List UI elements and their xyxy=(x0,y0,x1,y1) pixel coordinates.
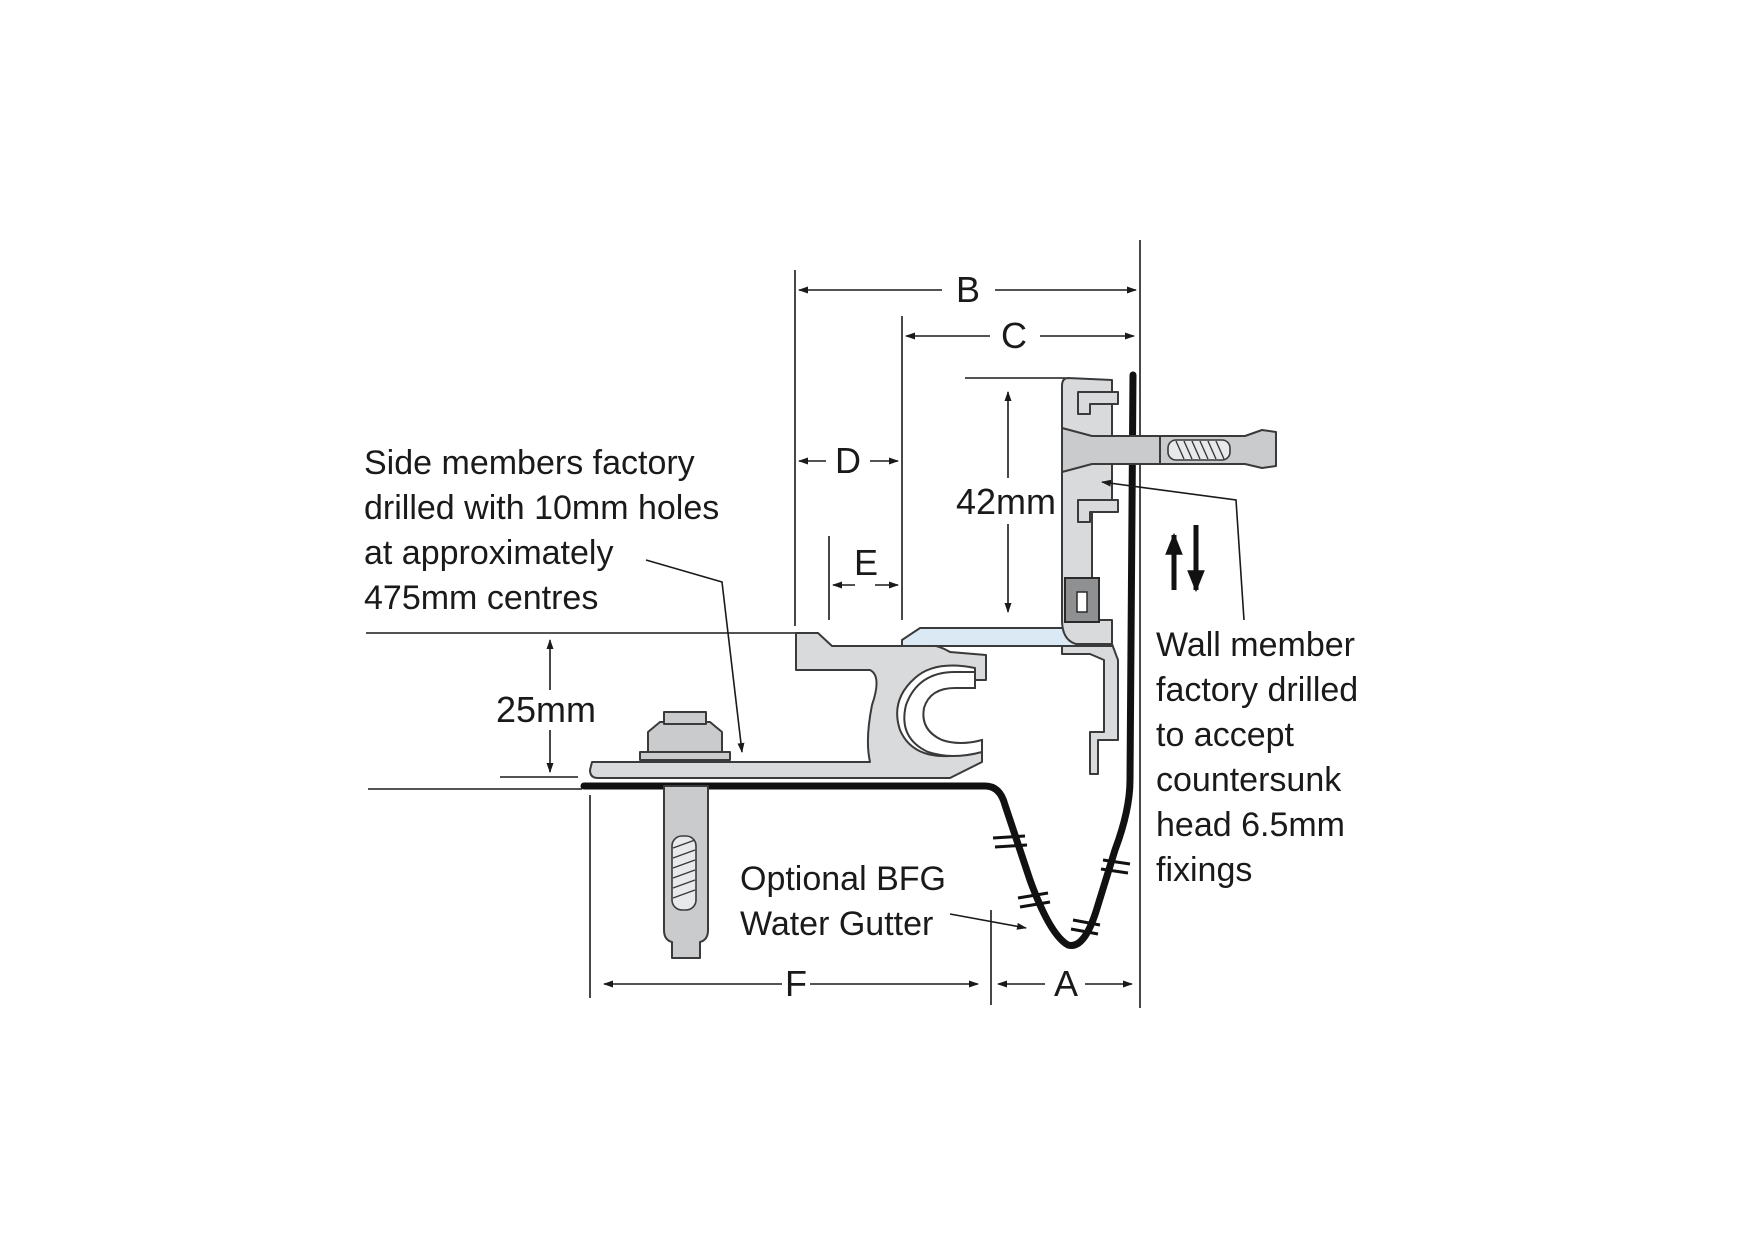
note-wall-member-line-5: head 6.5mm xyxy=(1156,806,1345,844)
dimension-b: B xyxy=(798,269,1137,310)
wall-member-hook-mid xyxy=(1077,499,1119,523)
dimension-25mm: 25mm xyxy=(496,639,596,773)
dimension-d: D xyxy=(798,440,899,481)
note-wall-member-line-1: Wall member xyxy=(1156,626,1355,664)
dimension-e: E xyxy=(832,542,899,589)
wall-fixing-anchor xyxy=(1061,427,1277,473)
note-side-members-line-4: 475mm centres xyxy=(364,579,598,617)
leader-gutter xyxy=(949,913,1027,930)
leader-side-members xyxy=(645,559,745,753)
note-wall-member-line-2: factory drilled xyxy=(1156,671,1358,709)
note-gutter-line-2: Water Gutter xyxy=(740,905,933,943)
note-side-members-line-3: at approximately xyxy=(364,534,613,572)
dimension-f: F xyxy=(603,963,979,1004)
dimension-42mm: 42mm xyxy=(956,391,1056,613)
dimension-25mm-label: 25mm xyxy=(496,689,596,730)
insert-slot xyxy=(1076,591,1088,613)
note-side-members-line-2: drilled with 10mm holes xyxy=(364,489,719,527)
gutter-clips xyxy=(992,834,1131,936)
water-gutter-seal xyxy=(580,371,1137,949)
dimension-c-label: C xyxy=(1001,315,1027,356)
dimension-f-label: F xyxy=(785,963,807,1004)
note-wall-member-line-6: fixings xyxy=(1156,851,1252,889)
note-side-members-line-1: Side members factory xyxy=(364,444,695,482)
note-side-members: Side members factory drilled with 10mm h… xyxy=(364,444,719,617)
note-wall-member-line-3: to accept xyxy=(1156,716,1295,754)
wall-member-insert xyxy=(1064,577,1100,623)
leader-wall-member xyxy=(1101,479,1245,621)
note-wall-member-line-4: countersunk xyxy=(1156,761,1342,799)
dimension-d-label: D xyxy=(835,440,861,481)
side-member-profile xyxy=(589,632,987,779)
channel-cutout xyxy=(903,671,983,757)
up-down-arrows-icon xyxy=(1165,525,1205,593)
note-wall-member: Wall member factory drilled to accept co… xyxy=(1156,626,1358,889)
note-gutter-line-1: Optional BFG xyxy=(740,860,946,898)
wall-member-hook-top xyxy=(1077,391,1119,415)
dimension-42mm-label: 42mm xyxy=(956,481,1056,522)
dimension-e-label: E xyxy=(854,542,878,583)
wall-member-profile xyxy=(1061,377,1119,775)
dimension-a: A xyxy=(997,963,1133,1004)
floor-fixing-bolt xyxy=(639,711,731,959)
dimension-a-label: A xyxy=(1054,963,1078,1004)
note-gutter: Optional BFG Water Gutter xyxy=(740,860,946,943)
dimension-b-label: B xyxy=(956,269,980,310)
dimension-c: C xyxy=(905,315,1135,356)
